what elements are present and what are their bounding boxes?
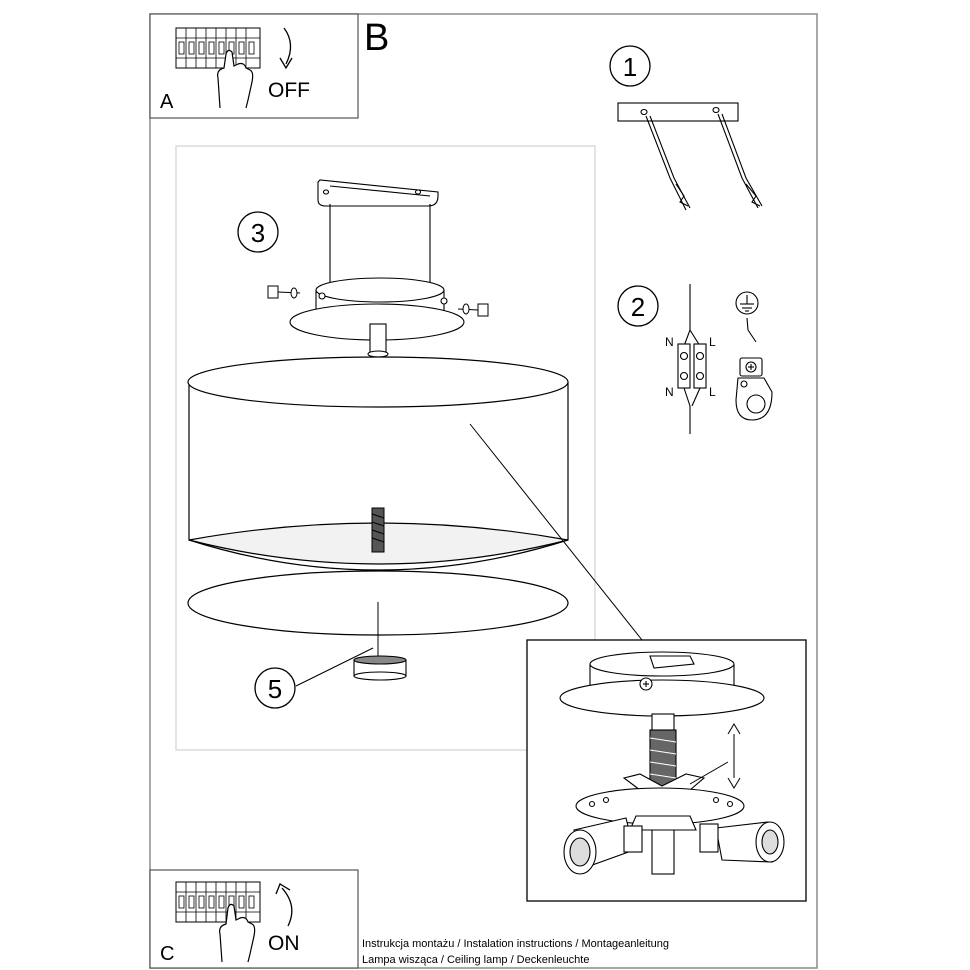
arrow-down-icon: [279, 27, 293, 70]
step-5-circle: [254, 667, 296, 709]
wire-label-l-top: L: [709, 335, 716, 349]
panel-c-letter: C: [160, 943, 174, 965]
wire-label-n-top: N: [665, 335, 674, 349]
socket-left: [563, 817, 643, 875]
footer-line-2: Lampa wisząca / Ceiling lamp / Deckenleu…: [362, 954, 590, 966]
step-1-number: 1: [623, 52, 637, 82]
detail-leader: [469, 423, 643, 641]
step-2-circle: [617, 285, 659, 327]
spring: [371, 507, 385, 553]
assembly-frame: [175, 145, 596, 751]
finial-nut: [353, 655, 407, 681]
adjust-arrow-icon: [689, 723, 741, 789]
hand-switch-on-icon: [219, 903, 256, 963]
mounting-bracket: [317, 179, 439, 292]
step-1-circle: [609, 45, 651, 87]
step-5-number: 5: [268, 674, 282, 704]
step-3-number: 3: [251, 218, 265, 248]
screw-left: [267, 285, 301, 299]
panel-a-box: [149, 13, 359, 119]
panel-b-letter: B: [364, 17, 389, 59]
detail-canopy: [559, 651, 765, 717]
wire-label-l-bottom: L: [709, 385, 716, 399]
footer-line-1: Instrukcja montażu / Instalation instruc…: [362, 938, 669, 950]
ground-terminal: [735, 357, 773, 421]
footer-caption: Instrukcja montażu / Instalation instruc…: [362, 936, 669, 968]
hand-switch-off-icon: [217, 49, 254, 109]
panel-a-action: OFF: [268, 79, 310, 102]
terminal-block: [677, 284, 707, 434]
arrow-up-icon: [275, 883, 293, 927]
page-frame: [149, 13, 818, 969]
socket-right: [699, 821, 785, 863]
step-3-circle: [237, 211, 279, 253]
detail-socket-plate: [575, 787, 745, 831]
panel-c-action: ON: [268, 932, 300, 955]
screw-right: [457, 303, 489, 317]
threaded-pipe: [367, 323, 389, 358]
step-5-leader: [295, 647, 374, 687]
breaker-panel-icon: [175, 27, 261, 69]
wire-label-n-bottom: N: [665, 385, 674, 399]
panel-c-box: [149, 869, 359, 969]
breaker-panel-icon: [175, 881, 261, 923]
panel-a-letter: A: [160, 91, 174, 113]
step-2-number: 2: [631, 292, 645, 322]
ground-symbol-icon: [735, 291, 759, 343]
ceiling-plate-with-wires: [617, 102, 763, 211]
lamp-shade: [187, 356, 569, 571]
